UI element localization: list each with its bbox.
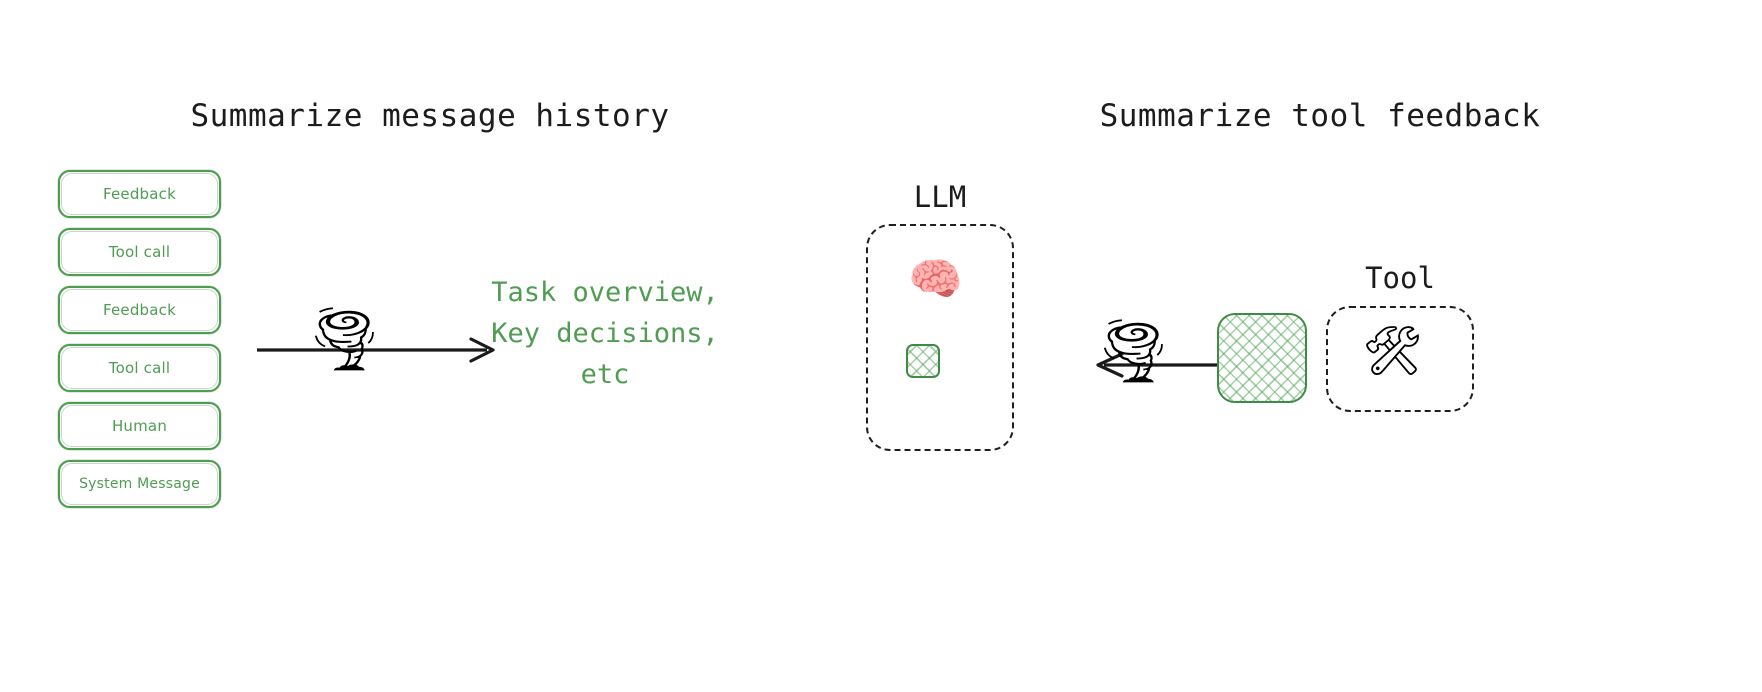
message-box-label: Tool call xyxy=(108,243,171,261)
brain-icon: 🧠 xyxy=(908,254,963,305)
hammer-and-wrench-icon: 🛠 xyxy=(1362,323,1423,379)
tool-node-label: Tool xyxy=(1365,261,1435,295)
message-box-feedback-1[interactable]: Feedback xyxy=(58,170,221,218)
tool-output-block-large xyxy=(1217,313,1307,403)
tool-node-container[interactable] xyxy=(1326,306,1474,412)
message-box-system-message[interactable]: System Message xyxy=(58,460,221,508)
message-box-tool-call-1[interactable]: Tool call xyxy=(58,228,221,276)
message-box-label: Tool call xyxy=(108,359,171,377)
message-box-label: System Message xyxy=(79,476,200,492)
compressed-summary-block-small xyxy=(906,344,940,378)
left-panel-title: Summarize message history xyxy=(190,98,670,134)
message-box-label: Feedback xyxy=(102,185,177,203)
summary-output-text: Task overview, Key decisions, etc xyxy=(470,272,740,395)
left-flow-arrow xyxy=(257,337,495,363)
message-box-tool-call-2[interactable]: Tool call xyxy=(58,344,221,392)
llm-node-label: LLM xyxy=(913,180,967,214)
summary-line-2: Key decisions, xyxy=(491,318,719,349)
tornado-icon: 🌪 xyxy=(1094,314,1173,387)
message-box-human[interactable]: Human xyxy=(58,402,221,450)
summary-line-3: etc xyxy=(580,359,630,390)
summary-line-1: Task overview, xyxy=(491,277,719,308)
message-box-feedback-2[interactable]: Feedback xyxy=(58,286,221,334)
message-box-label: Feedback xyxy=(102,301,177,319)
message-box-label: Human xyxy=(111,417,168,435)
message-history-stack: Feedback Tool call Feedback Tool call Hu… xyxy=(58,170,221,508)
llm-node-container[interactable] xyxy=(866,224,1014,451)
tornado-icon: 🌪 xyxy=(305,302,384,375)
right-panel-title: Summarize tool feedback xyxy=(1099,98,1541,134)
